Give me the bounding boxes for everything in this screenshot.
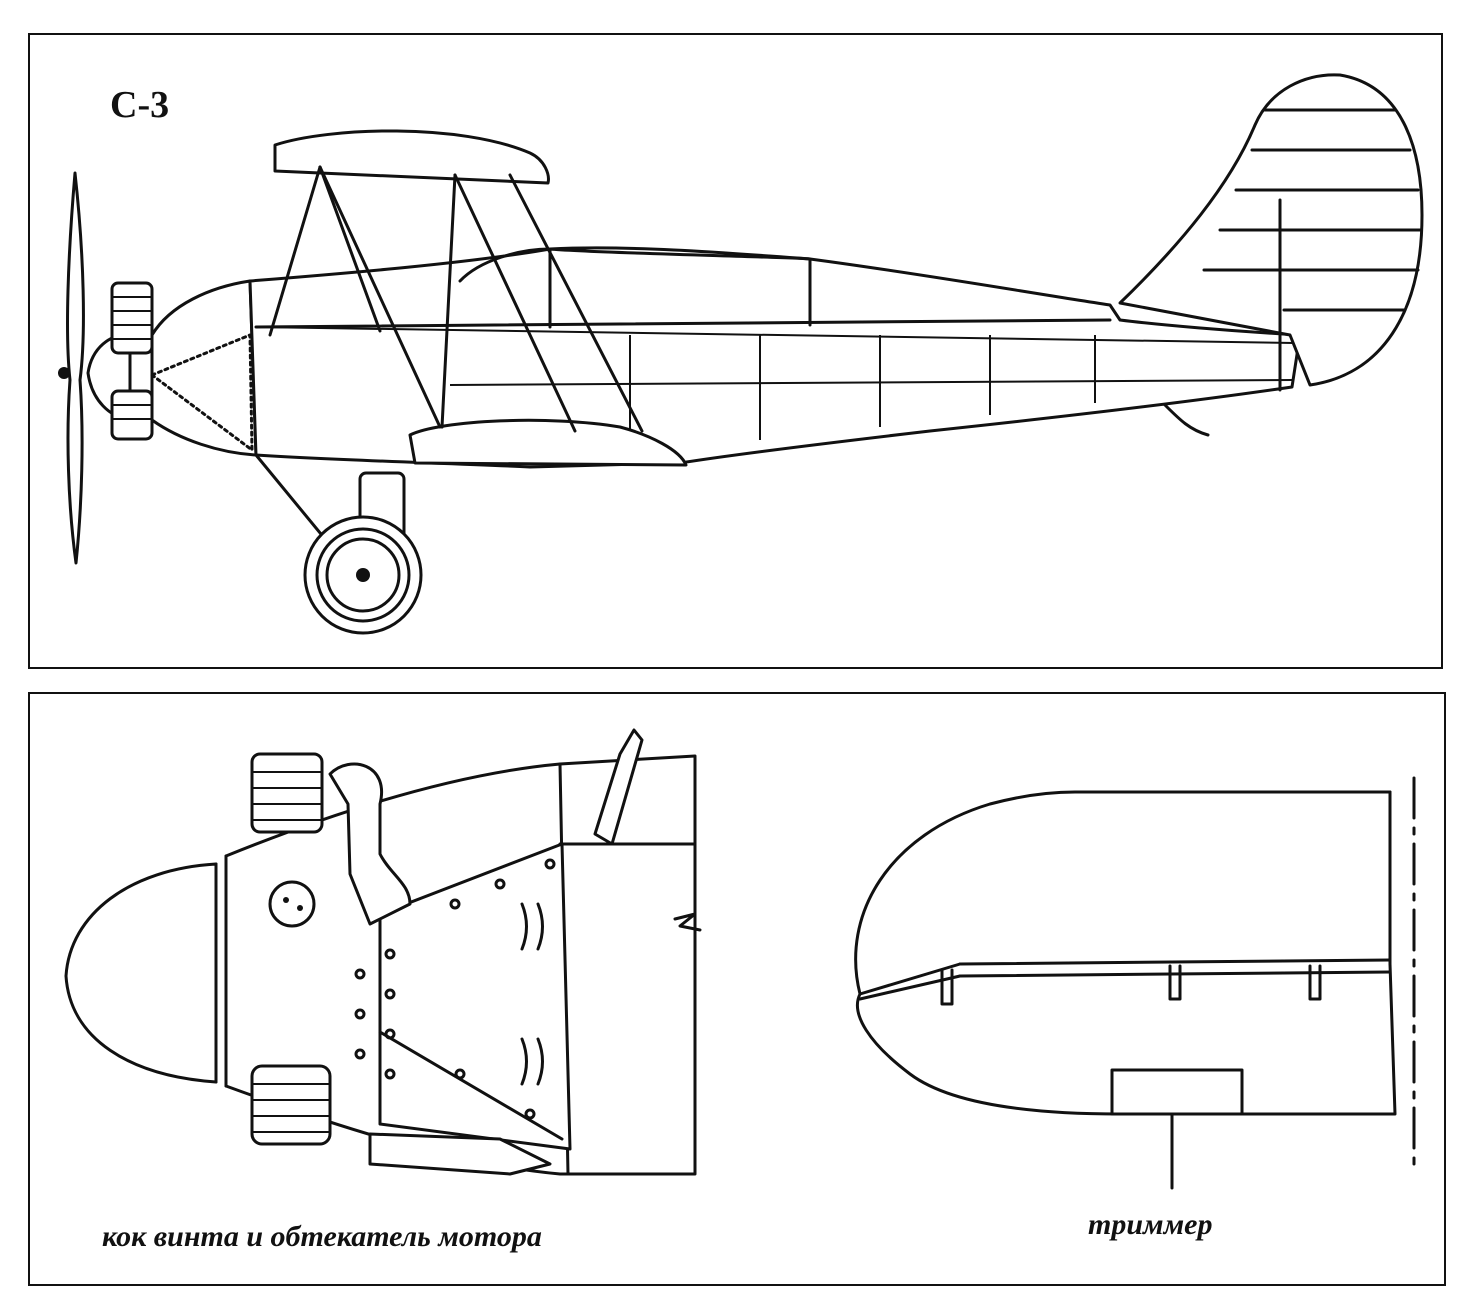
interplane-struts [268, 165, 644, 433]
lower-cylinder [250, 1064, 552, 1176]
upper-cylinder [250, 752, 412, 926]
fuselage [248, 246, 1302, 469]
access-panel [378, 842, 572, 1151]
elevator-outline [854, 790, 1397, 1116]
propeller-blade [66, 171, 85, 565]
aircraft-side-view-drawing [58, 73, 1424, 635]
rivets [354, 858, 556, 1120]
propeller-hub [58, 367, 70, 379]
aircraft-side-view-panel: С-3 [28, 33, 1443, 669]
trim-tab [1110, 1068, 1244, 1116]
magneto [268, 880, 316, 928]
details-drawing [64, 728, 1416, 1190]
rudder-ribs [1202, 108, 1422, 312]
cockpit-rear [548, 247, 812, 327]
propeller-spinner-detail [64, 862, 218, 1084]
tail-skid [1163, 403, 1210, 437]
upper-wing [273, 129, 550, 185]
spinner-and-cowling-drawing [64, 728, 702, 1176]
engine-cylinders [110, 281, 154, 441]
elevator-with-trim-tab-drawing [854, 776, 1416, 1190]
trim-tab-caption: триммер [1088, 1208, 1213, 1241]
lower-wing [408, 418, 688, 467]
landing-gear [254, 453, 423, 635]
aircraft-designation: С-3 [110, 84, 170, 126]
details-panel: кок винта и обтекатель мотора триммер [28, 692, 1446, 1286]
exhaust-pipe [593, 728, 644, 846]
hinge-brackets [940, 964, 1322, 1006]
louvres [520, 902, 544, 1086]
cowling-caption: кок винта и обтекатель мотора [102, 1220, 542, 1253]
